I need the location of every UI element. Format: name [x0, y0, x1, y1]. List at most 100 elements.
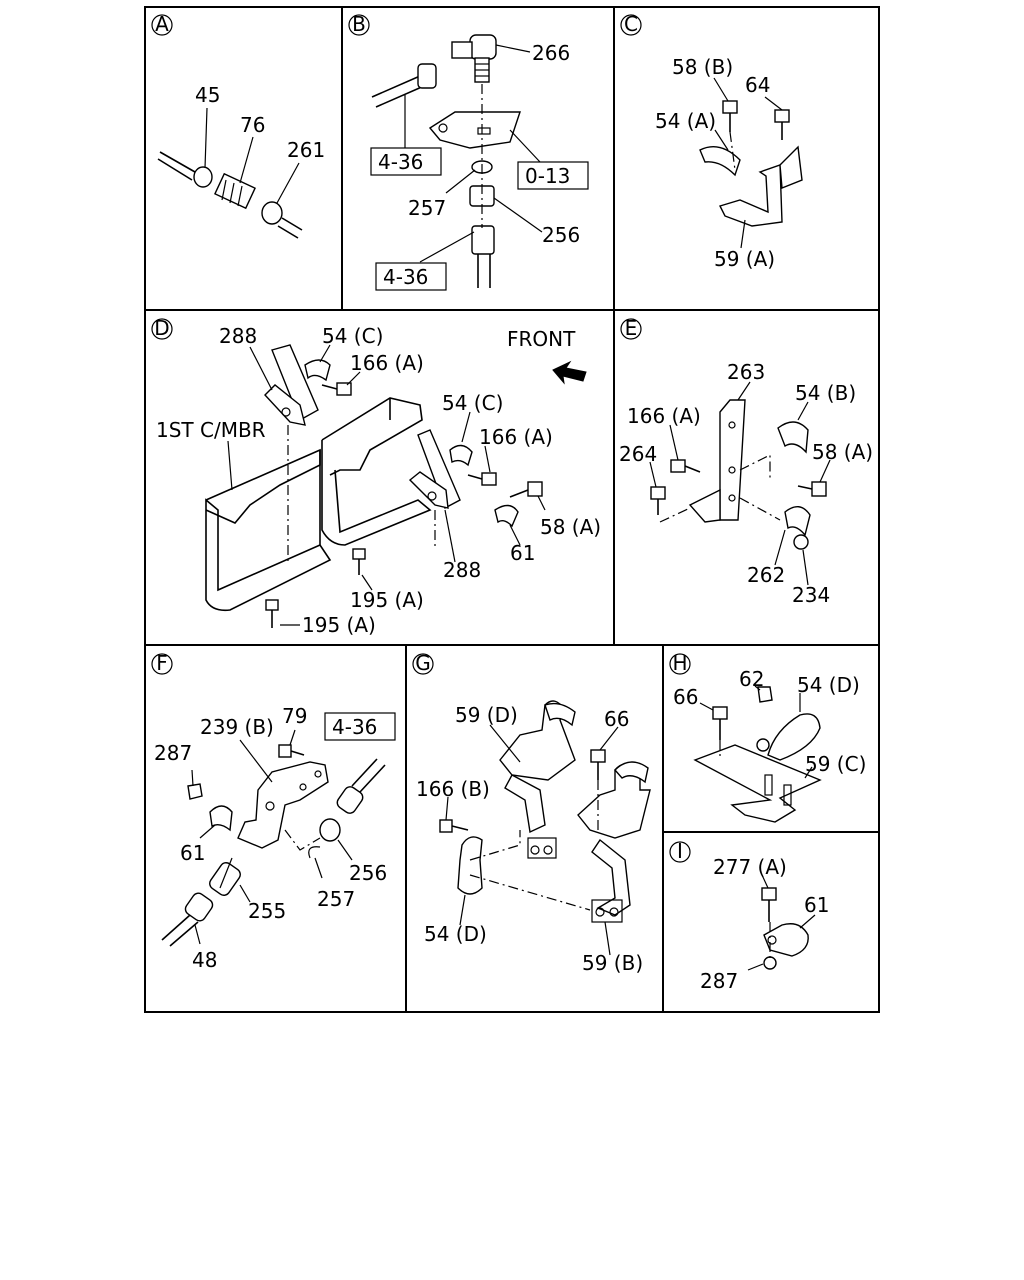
- callout-58a-d: 58 (A): [540, 515, 601, 539]
- callout-234: 234: [792, 583, 830, 607]
- callout-263: 263: [727, 360, 765, 384]
- callout-61-f: 61: [180, 841, 205, 865]
- callout-239b: 239 (B): [200, 715, 274, 739]
- callout-59d: 59 (D): [455, 703, 518, 727]
- svg-text:A: A: [155, 12, 169, 36]
- ref-box-0-13: [517, 161, 589, 190]
- callout-58b: 58 (B): [672, 55, 733, 79]
- callout-166a-e: 166 (A): [627, 404, 701, 428]
- callout-48: 48: [192, 948, 217, 972]
- callout-256-f: 256: [349, 861, 387, 885]
- bracket-239b: [237, 761, 329, 849]
- callout-76: 76: [240, 113, 265, 137]
- snap-ring-257-f: [308, 846, 321, 859]
- panel-letter-d: D: [151, 316, 173, 340]
- panel-e: E 263: [619, 316, 873, 607]
- bolt-166a-lower: [467, 472, 497, 486]
- svg-text:D: D: [154, 316, 169, 340]
- bracket-288-lower: [408, 429, 461, 509]
- ref-4-36-f: 4-36: [332, 715, 377, 739]
- clip-54b: [777, 421, 809, 454]
- bolt-277a: [761, 887, 777, 922]
- ref-box-4-36-f: [324, 712, 396, 741]
- panel-letter-g: G: [412, 651, 434, 675]
- svg-text:E: E: [625, 316, 638, 340]
- panel-letter-h: H: [669, 651, 691, 675]
- clip-54d-ring: [756, 738, 770, 752]
- panel-b: B: [348, 12, 589, 291]
- panel-letter-c: C: [620, 12, 642, 36]
- bracket-288-upper: [264, 344, 319, 426]
- callout-266: 266: [532, 41, 570, 65]
- callout-277a: 277 (A): [713, 855, 787, 879]
- svg-text:G: G: [415, 651, 431, 675]
- bracket-plate-b: [428, 111, 521, 149]
- clamp-61-i: [763, 923, 809, 957]
- callout-166a-upper: 166 (A): [350, 351, 424, 375]
- panel-f: F: [151, 651, 396, 972]
- diagram-frame: [144, 6, 880, 1013]
- clip-54d-h: [767, 713, 821, 761]
- ref-4-36-upper: 4-36: [378, 150, 423, 174]
- clip-54c-upper: [304, 359, 331, 382]
- callout-66-h: 66: [673, 685, 698, 709]
- label-front: FRONT: [507, 327, 576, 351]
- clip-262: [784, 506, 811, 537]
- callout-59b: 59 (B): [582, 951, 643, 975]
- callout-264: 264: [619, 442, 657, 466]
- callout-59c: 59 (C): [805, 752, 866, 776]
- fitting-255: [209, 857, 241, 896]
- bolt-58b: [722, 100, 738, 132]
- ref-0-13: 0-13: [525, 164, 570, 188]
- callout-195a-lower: 195 (A): [302, 613, 376, 637]
- panel-letter-e: E: [620, 316, 642, 340]
- callout-257: 257: [408, 196, 446, 220]
- panel-letter-b: B: [348, 12, 370, 36]
- ref-box-4-36-lower: [375, 262, 447, 291]
- svg-text:H: H: [672, 651, 687, 675]
- callout-54d-g: 54 (D): [424, 922, 487, 946]
- pipe-48: [161, 892, 214, 947]
- bolt-58a-e: [797, 481, 827, 497]
- bracket-263: [688, 399, 746, 523]
- bolt-58a-d: [509, 481, 543, 498]
- nut-256-f: [319, 818, 341, 842]
- callout-66-g: 66: [604, 707, 629, 731]
- callout-54c-lower: 54 (C): [442, 391, 503, 415]
- svg-text:B: B: [352, 12, 366, 36]
- clamp-61: [494, 504, 519, 528]
- callout-288-upper: 288: [219, 324, 257, 348]
- nut-62: [757, 686, 773, 703]
- callout-61-i: 61: [804, 893, 829, 917]
- callout-62: 62: [739, 667, 764, 691]
- svg-text:F: F: [156, 651, 168, 675]
- callout-261: 261: [287, 138, 325, 162]
- bolt-64: [774, 109, 790, 140]
- bracket-59a: [719, 145, 803, 227]
- callout-54a: 54 (A): [655, 109, 716, 133]
- ref-box-4-36-upper: [370, 147, 442, 176]
- panel-d: D: [151, 316, 601, 637]
- bolt-79: [278, 744, 305, 758]
- callout-287-f: 287: [154, 741, 192, 765]
- ref-4-36-lower: 4-36: [383, 265, 428, 289]
- callout-61-d: 61: [510, 541, 535, 565]
- callout-64: 64: [745, 73, 770, 97]
- svg-text:I: I: [677, 839, 683, 863]
- clip-54a: [699, 146, 741, 177]
- callout-59a: 59 (A): [714, 247, 775, 271]
- panel-letter-a: A: [151, 12, 173, 36]
- bolt-166b: [439, 819, 469, 833]
- panel-i: I 277 (A) 61 287: [669, 839, 829, 993]
- panel-h: H 66 62 54 (D) 59 (C): [669, 651, 866, 823]
- panel-a: A 45 76 261: [151, 12, 325, 239]
- bolt-166a-upper: [321, 382, 352, 396]
- svg-text:C: C: [624, 12, 638, 36]
- lower-fitting-b: [471, 225, 495, 288]
- nut-287-f: [187, 783, 203, 800]
- plate-59c: [693, 744, 822, 823]
- callout-195a-upper: 195 (A): [350, 588, 424, 612]
- stud-bolts-h: [764, 774, 792, 806]
- callout-79: 79: [282, 704, 307, 728]
- panel-letter-f: F: [151, 651, 173, 675]
